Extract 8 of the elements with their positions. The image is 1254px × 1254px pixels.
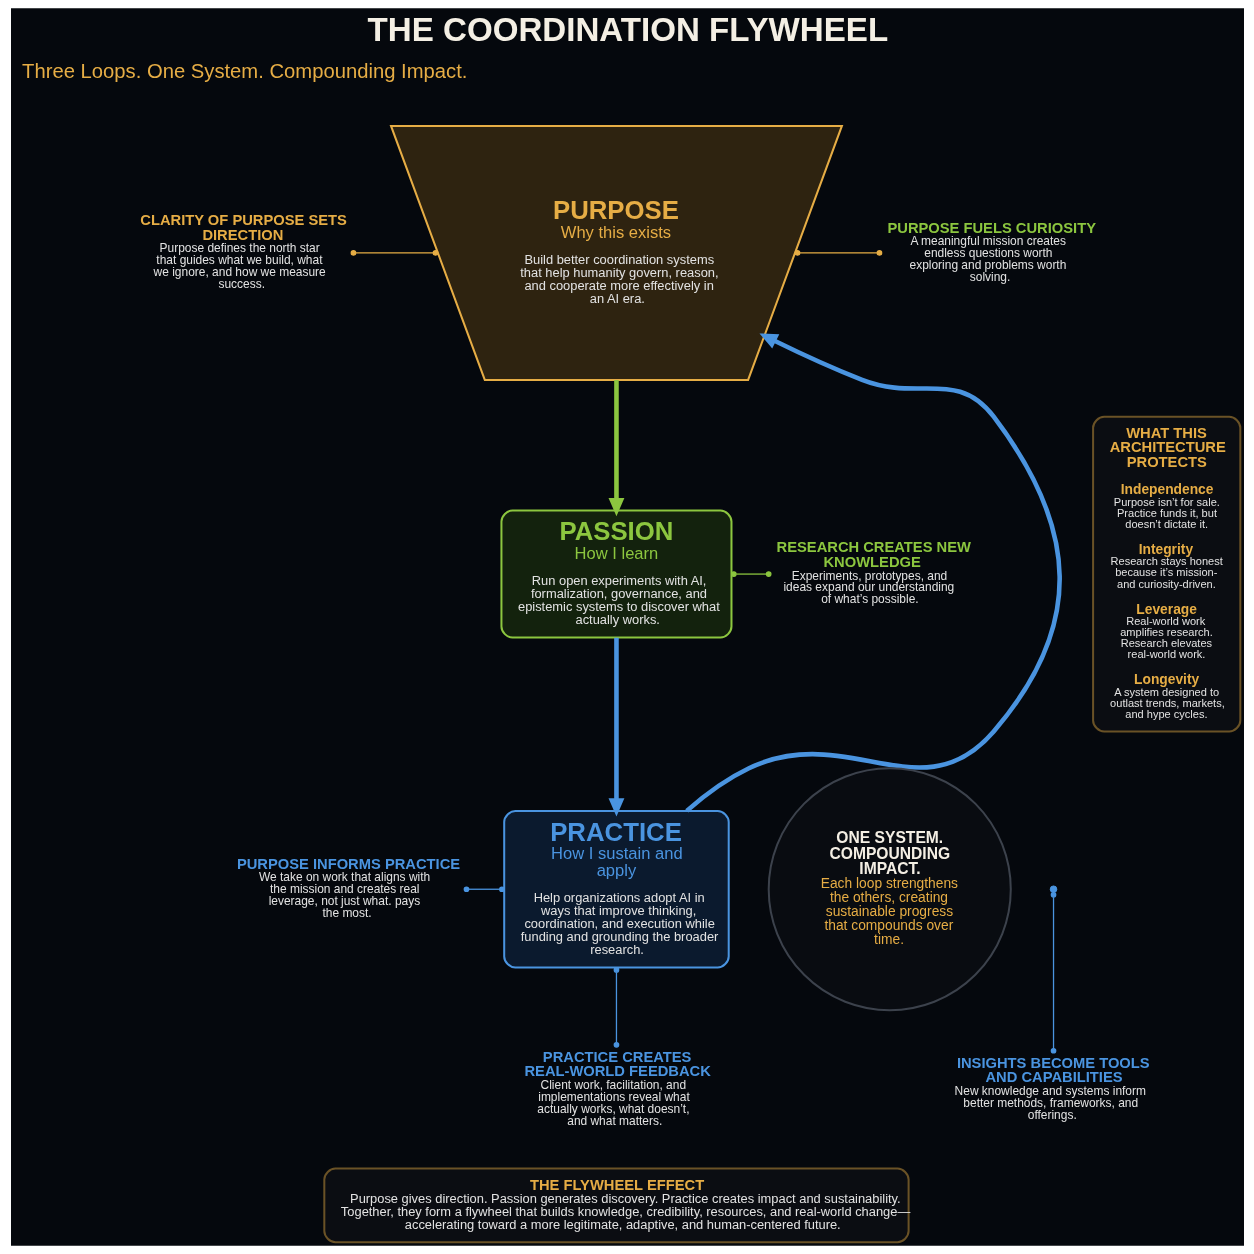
node-text: PURPOSE INFORMS PRACTICE We take on work that aligns with the mission and creates real leverage, not just what. pays the most.	[236, 855, 460, 921]
node-text: PRACTICE CREATES REAL-WORLD FEEDBACK Client work, facilitation, and implementations reveal what actually works, what doesn’t, and what matters.	[523, 1048, 711, 1128]
node-text: RESEARCH CREATES NEW KNOWLEDGE Experiments, prototypes, and ideas expand our understanding of what’s possible.	[776, 539, 971, 607]
node-text: PURPOSE FUELS CURIOSITY A meaningful mission creates endless questions worth exploring and problems worth solving.	[886, 219, 1096, 284]
node-text: CLARITY OF PURPOSE SETS DIRECTION Purpose defines the north star that guides what we build, what we ignore, and how we measure success.	[139, 212, 347, 292]
label: Three Loops. One System. Compounding Impact.	[21, 59, 467, 82]
diagram-title: THE COORDINATION FLYWHEEL	[367, 11, 888, 49]
node-text: INSIGHTS BECOME TOOLS AND CAPABILITIES New knowledge and systems inform better methods, frameworks, and offerings.	[954, 1054, 1150, 1122]
